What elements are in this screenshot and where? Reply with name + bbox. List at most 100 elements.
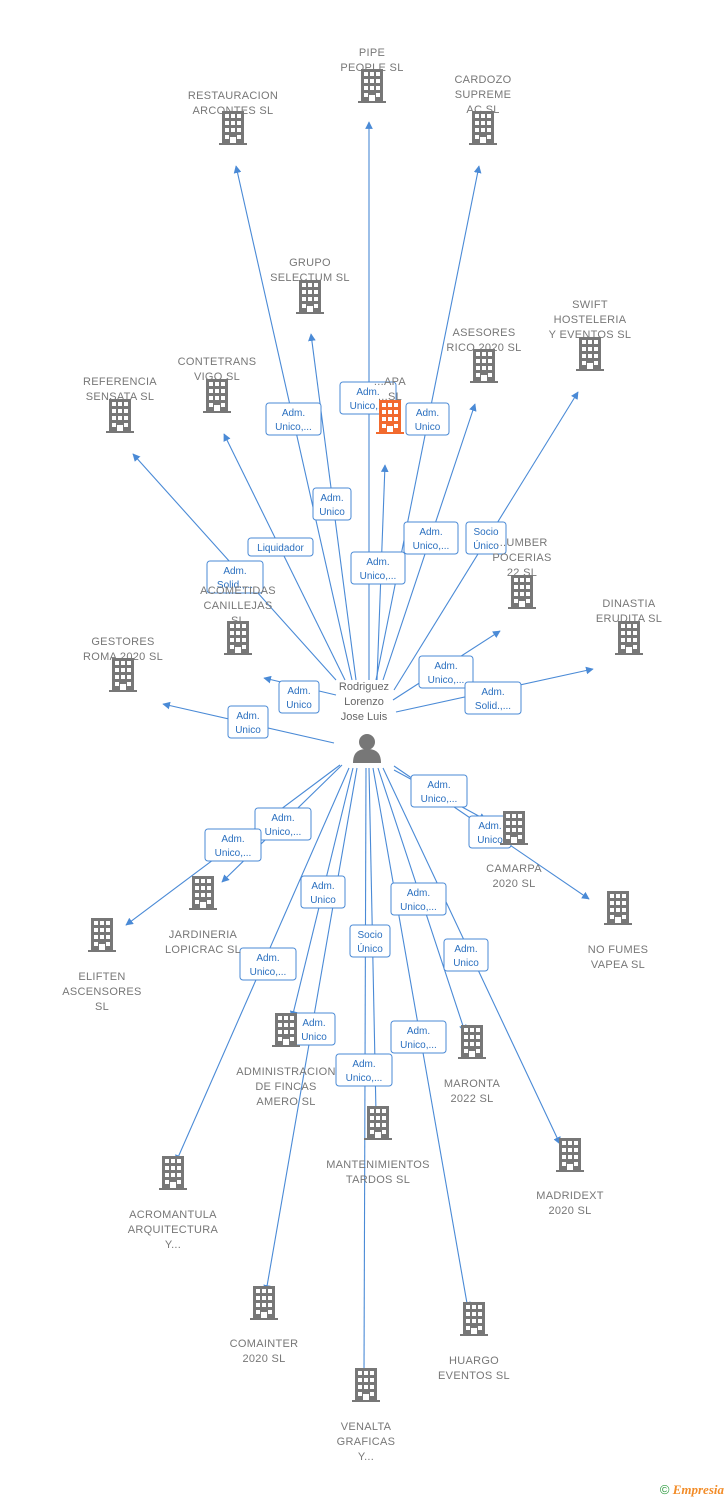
edge-label-box <box>405 402 450 436</box>
edge-label-box <box>300 875 346 909</box>
edge-label-box <box>443 938 489 972</box>
edge-label-restauracion[interactable]: Adm.Unico,... <box>265 402 322 436</box>
edge-label-acometidas[interactable]: Adm.Unico <box>278 680 320 714</box>
building-icon <box>458 1025 486 1059</box>
building-icon <box>296 280 324 314</box>
edge-label-asesores[interactable]: Adm.Unico,... <box>403 521 459 555</box>
edge-label-grupo[interactable]: Adm.Unico <box>312 487 352 521</box>
edge-label-huargo[interactable]: Adm.Unico,... <box>390 882 447 916</box>
edge-label-cardozo[interactable]: Adm.Unico <box>405 402 450 436</box>
edge-label-box <box>335 1053 393 1087</box>
person-name-line-3: Jose Luis <box>341 711 388 723</box>
edge-label-umber[interactable]: Adm.Unico,... <box>418 655 474 689</box>
edge-label-box <box>465 521 507 555</box>
edge-label-elliften[interactable]: Adm.Unico,... <box>204 828 262 862</box>
center-person[interactable]: Rodriguez Lorenzo Jose Luis <box>339 681 389 763</box>
company-name: ...APA...SL <box>374 376 407 403</box>
copyright-notice: © Empresia <box>660 1482 724 1498</box>
edge-label-contetrans[interactable]: Liquidador <box>247 537 314 557</box>
building-icon <box>250 1286 278 1320</box>
edge-label-text: Adm.Unico,... <box>215 834 252 859</box>
building-icon <box>604 891 632 925</box>
edge-label-text: Adm.Unico,... <box>400 1026 437 1051</box>
edge-label-camarpa[interactable]: Adm.Unico,... <box>410 774 468 808</box>
building-icon <box>376 400 404 434</box>
edge-label-gestores[interactable]: Adm.Unico <box>227 705 269 739</box>
edge-label-acromantula[interactable]: Adm.Unico,... <box>239 947 297 981</box>
edge-label-box <box>247 537 314 557</box>
edges-layer <box>125 121 594 1376</box>
edge-label-text: Adm.Unico <box>301 1018 327 1043</box>
edge-label-box <box>410 774 468 808</box>
building-icon <box>358 69 386 103</box>
edge-label-administracion[interactable]: Adm.Unico <box>300 875 346 909</box>
edge-label-camarpa-top[interactable]: Adm.Unico,... <box>350 551 406 585</box>
copyright-symbol: © <box>659 1482 670 1497</box>
edge-label-maronta[interactable]: Adm.Unico,... <box>390 1020 447 1054</box>
building-icon <box>470 349 498 383</box>
edge-label-madridext[interactable]: Adm.Unico <box>443 938 489 972</box>
edge-label-box <box>204 828 262 862</box>
edge-label-box <box>350 551 406 585</box>
edge-label-comainter[interactable]: Adm.Unico <box>292 1012 336 1046</box>
edge-label-referencia[interactable]: Adm.Solid.,... <box>206 560 264 594</box>
edge-label-jardineria[interactable]: Adm.Unico,... <box>254 807 312 841</box>
edge-label-venalta[interactable]: Adm.Unico,... <box>335 1053 393 1087</box>
edge-label-text: Adm.Unico <box>477 821 503 846</box>
edge-label-text: Adm.Unico,... <box>428 661 465 686</box>
building-icon <box>272 1013 300 1047</box>
edge-label-text: Adm.Unico,... <box>250 953 287 978</box>
edge-contetrans <box>223 433 346 681</box>
building-icon <box>576 337 604 371</box>
edge-label-box <box>418 655 474 689</box>
edge-label-dinastia[interactable]: Adm.Solid.,... <box>464 681 522 715</box>
edge-label-text: Adm.Unico <box>415 408 441 433</box>
edge-label-box <box>464 681 522 715</box>
edge-label-text: Adm.Solid.,... <box>217 566 253 591</box>
edge-label-box <box>403 521 459 555</box>
company-node-camarpa-top[interactable]: ...APA...SL <box>374 376 407 434</box>
building-icon <box>469 111 497 145</box>
building-icon <box>508 575 536 609</box>
edge-label-text: Adm.Unico,... <box>275 408 312 433</box>
